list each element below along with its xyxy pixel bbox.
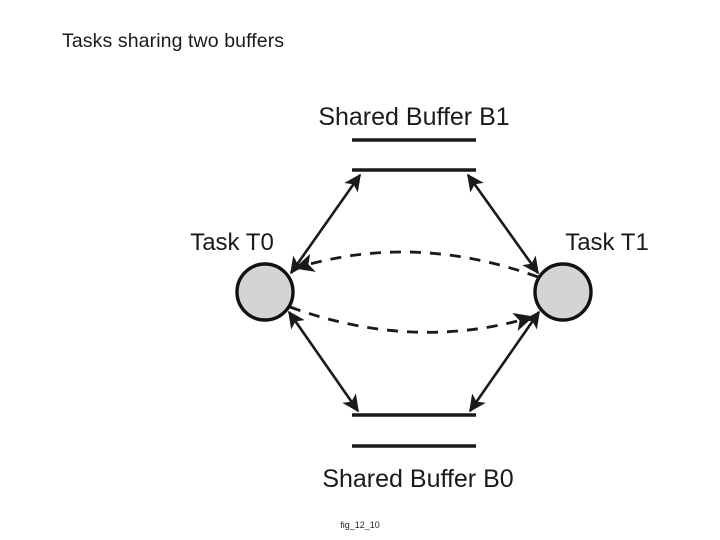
buffer-b0-label: Shared Buffer B0 (322, 465, 513, 493)
task-node-t0[interactable] (235, 262, 295, 322)
task-node-t1[interactable] (533, 262, 593, 322)
connector-b1-t1 (466, 173, 540, 275)
dashed-connector-t0-to-t1 (289, 305, 534, 334)
figure-caption: fig_12_10 (340, 520, 380, 530)
connector-t0-b0 (287, 310, 360, 413)
page-title: Tasks sharing two buffers (62, 30, 285, 52)
task-node-t0-label: Task T0 (190, 229, 274, 256)
connector-t0-b1 (289, 173, 362, 275)
dashed-connector-t1-to-t0 (294, 250, 539, 279)
buffer-b1-label: Shared Buffer B1 (318, 103, 509, 131)
task-node-t1-label: Task T1 (565, 229, 649, 256)
connector-b0-t1 (468, 310, 541, 413)
